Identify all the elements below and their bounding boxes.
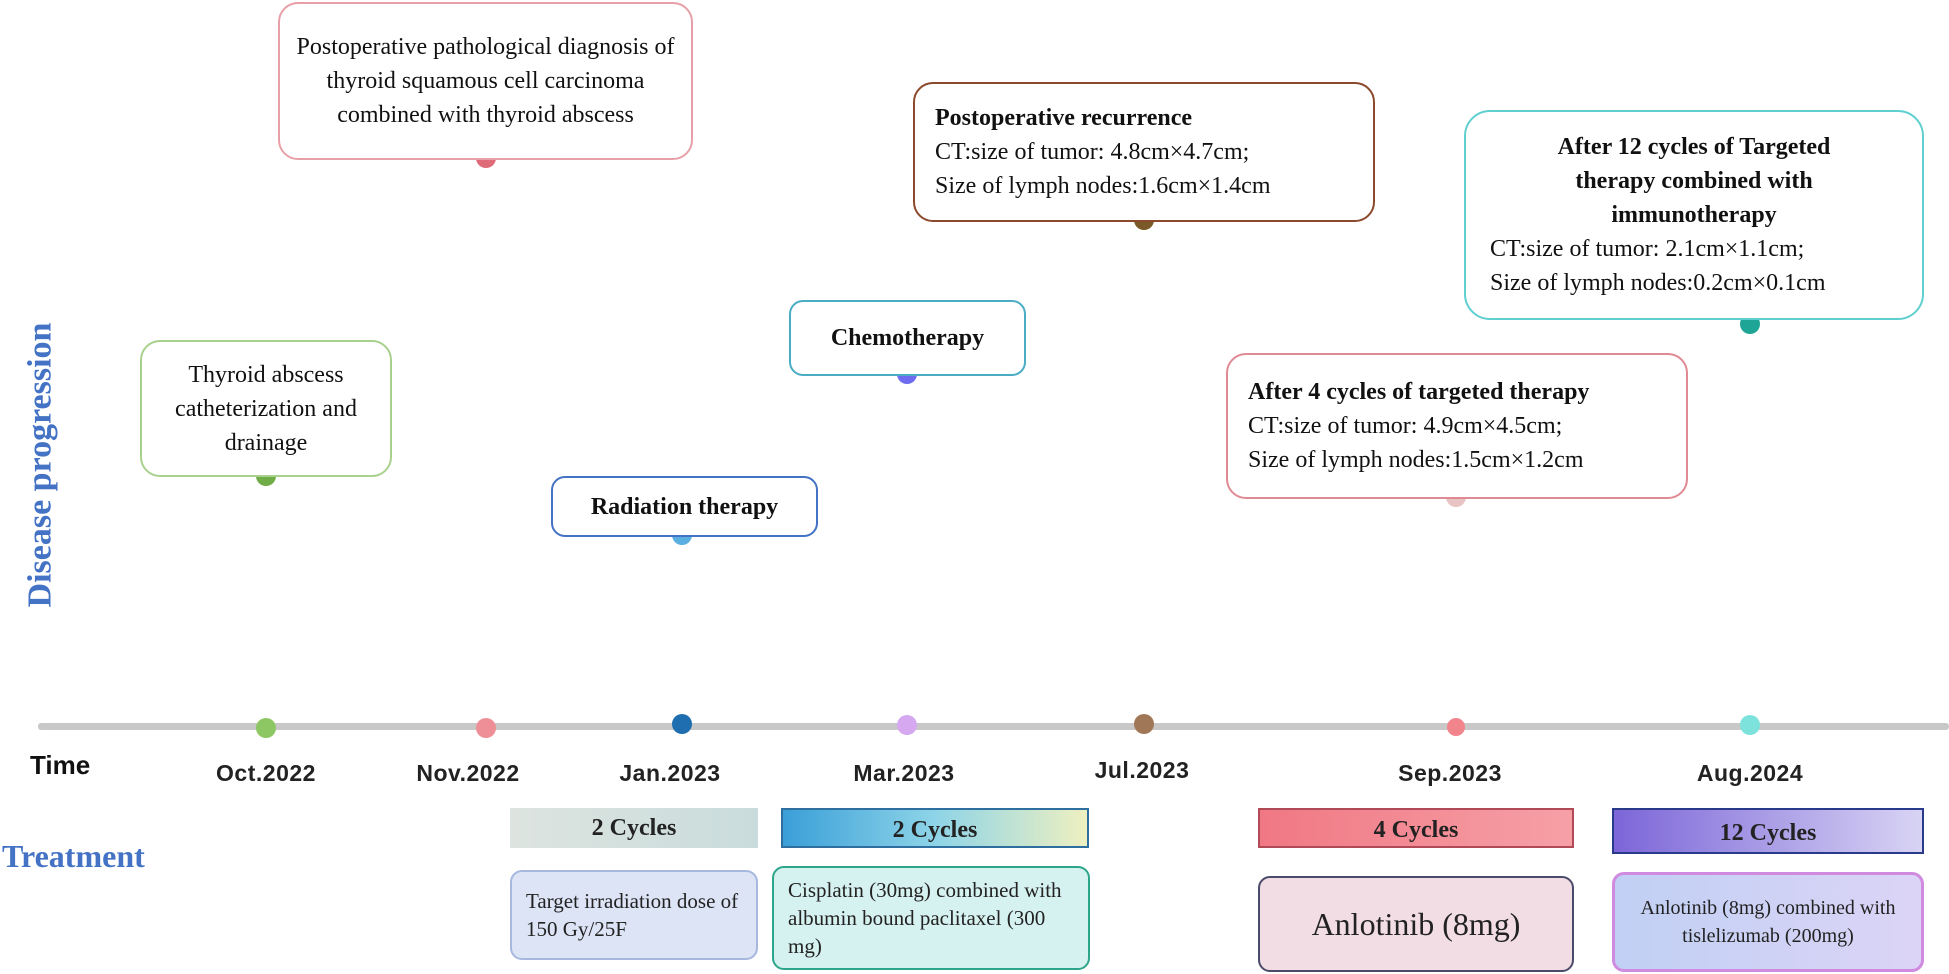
date-label-3: Mar.2023 xyxy=(853,760,955,786)
time-label: Time xyxy=(30,750,91,780)
treatment-cycles-1: 2 Cycles xyxy=(781,808,1089,848)
event-text-1: Postoperative pathological diagnosis of … xyxy=(296,34,675,128)
timeline-axis xyxy=(38,723,1949,730)
event-box-3: Chemotherapy xyxy=(789,300,1026,376)
event-dot-axis-2 xyxy=(672,714,692,734)
event-stem-0 xyxy=(256,466,276,738)
date-label-2: Jan.2023 xyxy=(619,760,721,786)
event-dot-axis-0 xyxy=(256,718,276,738)
event-box-5: After 4 cycles of targeted therapy CT:si… xyxy=(1226,353,1688,499)
treatment-regimen-2: Anlotinib (8mg) xyxy=(1258,876,1574,972)
treatment-cycles-2: 4 Cycles xyxy=(1258,808,1574,848)
event-title-3: Chemotherapy xyxy=(830,325,985,351)
date-label-0: Oct.2022 xyxy=(216,760,316,786)
event-title-2: Radiation therapy xyxy=(590,493,779,520)
event-line-4-1: Size of lymph nodes:1.6cm×1.4cm xyxy=(935,173,1271,199)
event-stem-3 xyxy=(897,364,917,735)
event-box-4: Postoperative recurrence CT:size of tumo… xyxy=(913,82,1375,222)
event-box-1: Postoperative pathological diagnosis of … xyxy=(278,2,693,160)
treatment-regimen-text-2: Anlotinib (8mg) xyxy=(1311,906,1521,942)
event-title-4: Postoperative recurrence xyxy=(935,105,1193,131)
date-label-1: Nov.2022 xyxy=(416,760,520,786)
event-box-6: After 12 cycles of Targeted therapy comb… xyxy=(1464,110,1924,320)
treatment-cycles-0: 2 Cycles xyxy=(510,808,758,848)
event-line-5-0: CT:size of tumor: 4.9cm×4.5cm; xyxy=(1248,413,1563,439)
treatment-cycles-3: 12 Cycles xyxy=(1612,808,1924,854)
event-dot-axis-3 xyxy=(897,715,917,735)
treatment-regimen-text-1: Cisplatin (30mg) combined with albumin b… xyxy=(788,878,1062,958)
date-label-4: Jul.2023 xyxy=(1094,757,1190,783)
event-line-6-1: Size of lymph nodes:0.2cm×0.1cm xyxy=(1490,270,1826,296)
event-box-0: Thyroid abscess catheterization and drai… xyxy=(140,340,392,477)
date-label-5: Sep.2023 xyxy=(1398,760,1502,786)
event-title-5: After 4 cycles of targeted therapy xyxy=(1248,379,1590,405)
event-dot-axis-1 xyxy=(476,718,496,738)
event-stem-6 xyxy=(1740,314,1760,735)
treatment-regimen-text-0: Target irradiation dose of 150 Gy/25F xyxy=(526,889,739,941)
treatment-regimen-0: Target irradiation dose of 150 Gy/25F xyxy=(510,870,758,960)
event-dot-axis-4 xyxy=(1134,714,1154,734)
treatment-regimen-text-3: Anlotinib (8mg) combined with tislelizum… xyxy=(1640,897,1896,947)
date-label-6: Aug.2024 xyxy=(1696,760,1804,786)
treatment-regimen-3: Anlotinib (8mg) combined with tislelizum… xyxy=(1612,872,1924,972)
event-text-0: Thyroid abscess catheterization and drai… xyxy=(175,361,357,456)
event-stem-5 xyxy=(1446,487,1466,736)
event-box-2: Radiation therapy xyxy=(551,476,818,537)
treatment-label: Treatment xyxy=(2,838,145,874)
treatment-regimen-1: Cisplatin (30mg) combined with albumin b… xyxy=(772,866,1090,970)
event-stem-1 xyxy=(476,148,496,738)
event-line-4-0: CT:size of tumor: 4.8cm×4.7cm; xyxy=(935,139,1250,165)
event-line-5-1: Size of lymph nodes:1.5cm×1.2cm xyxy=(1248,447,1584,473)
event-stem-2 xyxy=(672,525,692,734)
event-dot-axis-5 xyxy=(1447,718,1465,736)
event-dot-axis-6 xyxy=(1740,715,1760,735)
event-line-6-0: CT:size of tumor: 2.1cm×1.1cm; xyxy=(1490,236,1805,262)
event-title-6: After 12 cycles of Targeted therapy comb… xyxy=(1557,134,1831,228)
event-stem-4 xyxy=(1134,210,1154,734)
